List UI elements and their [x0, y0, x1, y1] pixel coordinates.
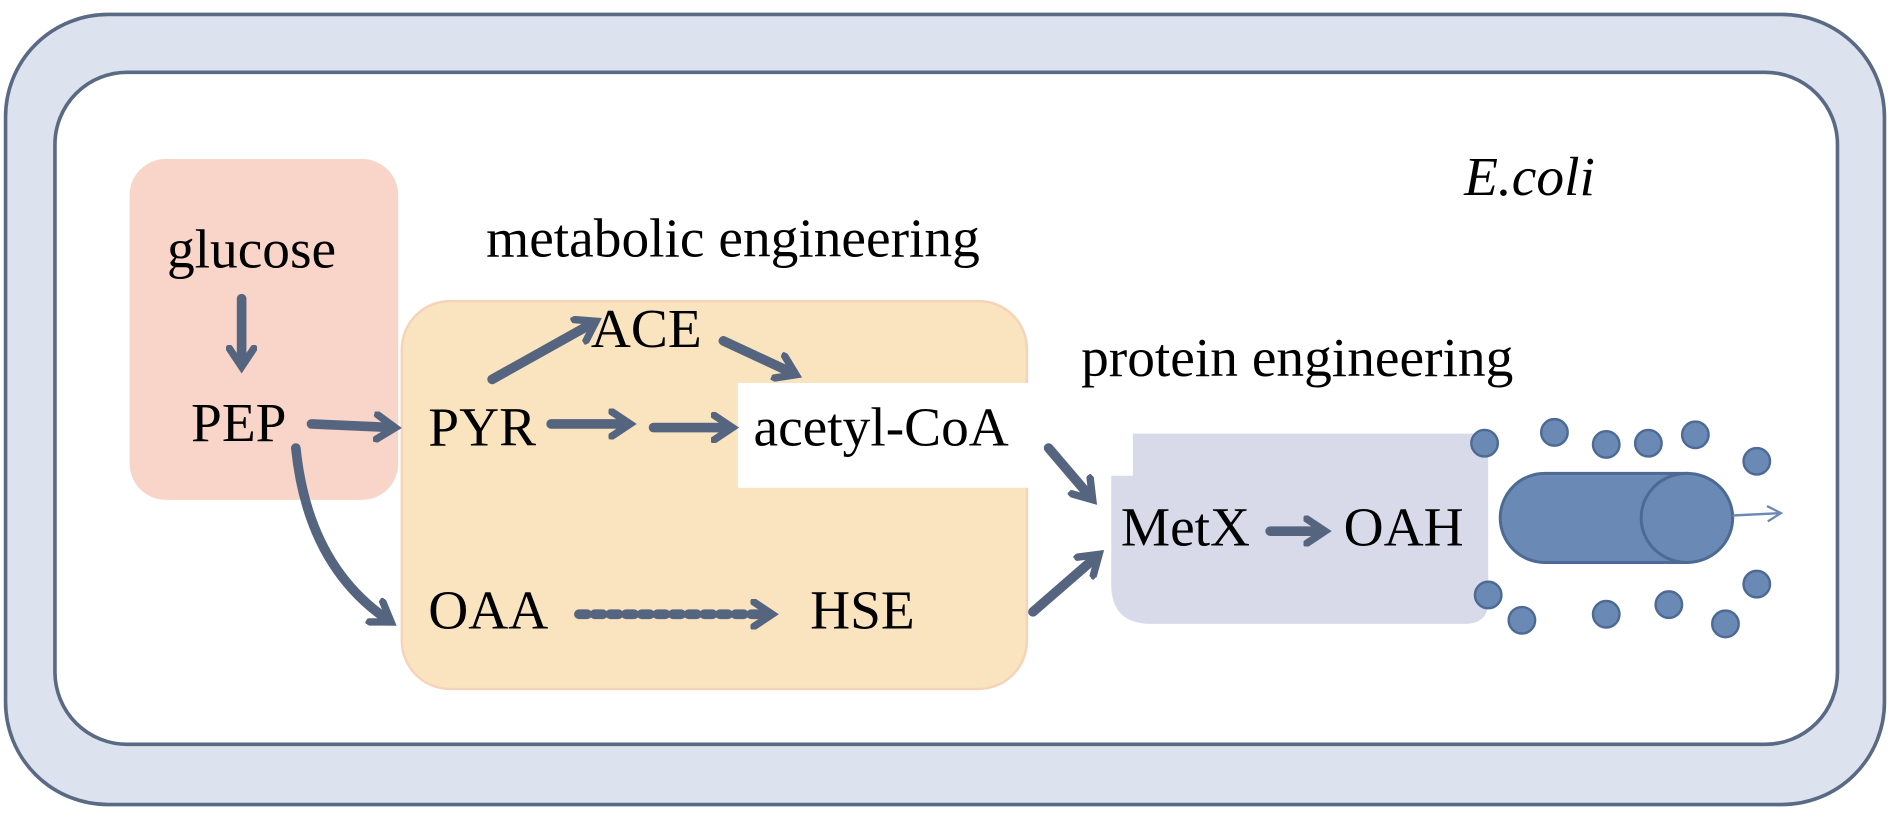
- metabolic-engineering-label: metabolic engineering: [486, 208, 980, 269]
- glycolysis-box: [129, 158, 399, 500]
- arrow-pep-pyr: [306, 424, 392, 428]
- ace-label: ACE: [591, 298, 702, 359]
- pep-label: PEP: [191, 392, 286, 453]
- pathway-arrows: [242, 293, 1322, 621]
- pyr-label: PYR: [428, 397, 536, 458]
- glucose-label: glucose: [167, 218, 336, 279]
- acetyl-coa-highlight: [737, 383, 1043, 488]
- metx-label: MetX: [1121, 497, 1250, 558]
- organism-label: E.coli: [1463, 146, 1595, 207]
- protein-engineering-label: protein engineering: [1081, 327, 1513, 388]
- oah-label: OAH: [1344, 497, 1464, 558]
- arrow-pep-oaa: [291, 443, 389, 620]
- arrow-acetyl-coa-metx: [1043, 443, 1091, 497]
- arrow-pyr-ace: [487, 323, 593, 385]
- acetyl-coa-label: acetyl-CoA: [753, 397, 1008, 458]
- hse-label: HSE: [810, 580, 915, 641]
- export-arrow: [1732, 505, 1784, 523]
- product-molecules: [1470, 417, 1772, 639]
- arrow-ace-acetyl-coa: [718, 336, 793, 374]
- arrow-hse-metx: [1028, 556, 1097, 617]
- oaa-label: OAA: [428, 580, 548, 641]
- transporter-icon: [1498, 471, 1784, 564]
